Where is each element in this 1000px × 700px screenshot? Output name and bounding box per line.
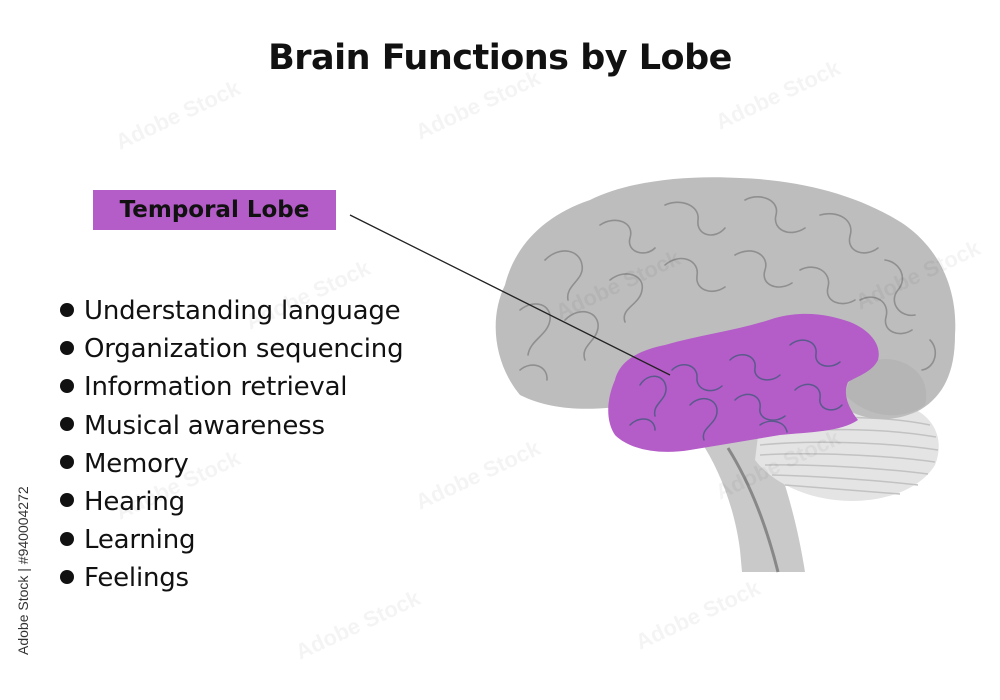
bullet-icon (60, 417, 74, 432)
side-stock-id: Adobe Stock | #940004272 (15, 486, 31, 655)
function-item-text: Understanding language (84, 296, 401, 326)
cerebellum-lines (759, 416, 939, 495)
temporal-lobe-region (608, 313, 879, 452)
bullet-icon (60, 455, 74, 470)
bullet-icon (60, 378, 74, 393)
function-item-text: Memory (84, 448, 189, 479)
bullet-icon (60, 302, 74, 317)
brainstem-edge (726, 447, 780, 573)
occipital-notch (845, 359, 927, 416)
function-item-text: Organization sequencing (84, 334, 404, 365)
function-item-text: Learning (84, 525, 196, 556)
brainstem (700, 428, 805, 572)
function-item: Learning (60, 521, 403, 559)
function-item: Musical awareness (60, 407, 403, 445)
lobe-label-text: Temporal Lobe (119, 197, 310, 223)
function-item-text: Information retrieval (84, 372, 348, 403)
function-item: Organization sequencing (60, 330, 404, 368)
function-item: Hearing (60, 483, 403, 521)
cerebrum-folds (519, 196, 937, 381)
diagram-title: Brain Functions by Lobe (268, 38, 732, 78)
bullet-icon (60, 569, 74, 584)
function-item: Feelings (60, 559, 403, 597)
bullet-icon (60, 340, 74, 355)
function-item-text: Feelings (84, 563, 189, 594)
bullet-icon (60, 531, 74, 546)
function-item: Memory (60, 445, 403, 483)
function-list: Understanding language Organization sequ… (60, 292, 404, 598)
label-leader-line (349, 214, 671, 376)
lobe-label: Temporal Lobe (93, 190, 336, 230)
temporal-lobe-folds (629, 339, 843, 441)
function-item-text: Hearing (84, 486, 185, 517)
function-item: Understanding language (60, 292, 403, 330)
function-item: Information retrieval (60, 368, 403, 406)
function-item-text: Musical awareness (84, 410, 325, 441)
side-stock-id-text: Adobe Stock | #940004272 (15, 486, 31, 655)
bullet-icon (60, 493, 74, 508)
